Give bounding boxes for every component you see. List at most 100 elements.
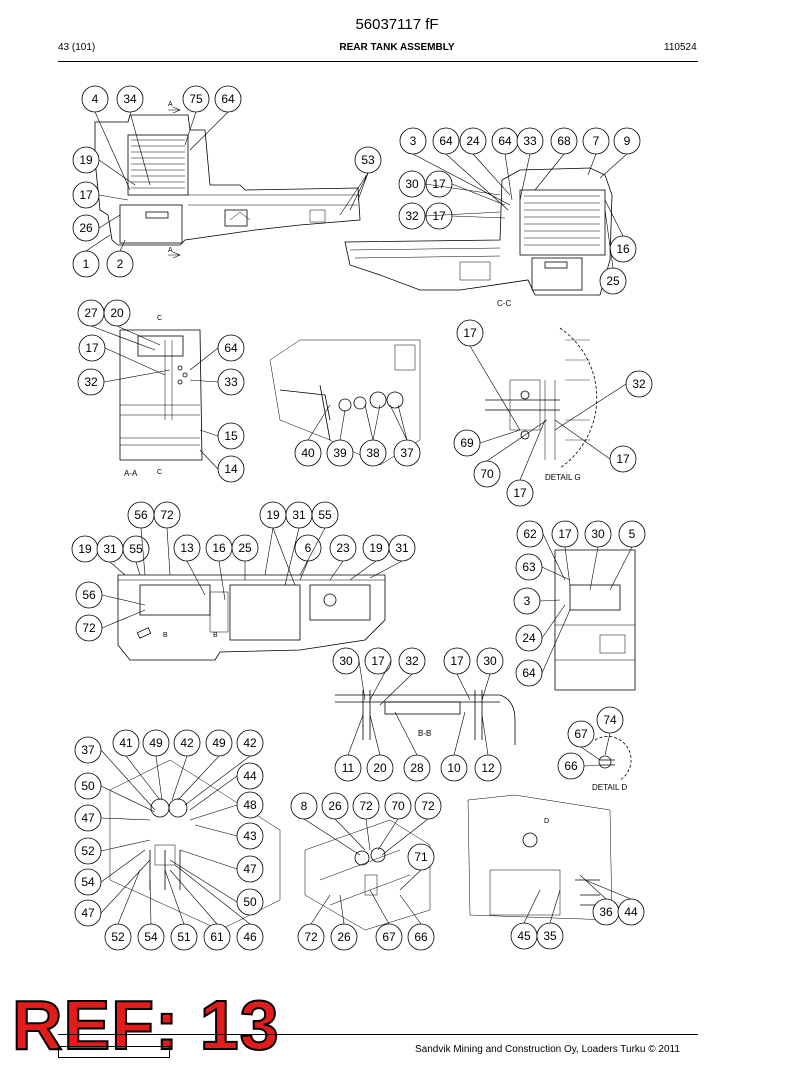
page-title: REAR TANK ASSEMBLY bbox=[339, 42, 455, 53]
callout-number: 33 bbox=[523, 134, 537, 148]
callout-number: 54 bbox=[81, 875, 95, 889]
callout-number: 66 bbox=[414, 930, 428, 944]
drawing-tank-end-view bbox=[554, 549, 636, 691]
callout-number: 40 bbox=[301, 446, 315, 460]
drawing-frame-assembly bbox=[304, 819, 431, 931]
drawing-tank-top-view bbox=[117, 574, 386, 661]
callout-number: 13 bbox=[180, 541, 194, 555]
callout-number: 34 bbox=[123, 92, 137, 106]
callout-number: 17 bbox=[371, 654, 385, 668]
callout-number: 10 bbox=[447, 761, 461, 775]
callout-number: 17 bbox=[513, 486, 527, 500]
callout-number: 46 bbox=[243, 930, 257, 944]
callout-number: 17 bbox=[616, 452, 630, 466]
callout-number: 64 bbox=[498, 134, 512, 148]
callout-number: 75 bbox=[189, 92, 203, 106]
callout-number: 42 bbox=[243, 736, 257, 750]
callout-number: 25 bbox=[238, 541, 252, 555]
callout-number: 48 bbox=[243, 798, 257, 812]
callout-number: 33 bbox=[224, 375, 238, 389]
view-label-c-c: C-C bbox=[497, 299, 512, 308]
callout-number: 3 bbox=[523, 594, 531, 608]
view-label-detail-d: DETAIL D bbox=[592, 783, 628, 792]
callout-number: 3 bbox=[409, 134, 417, 148]
drawing-pump-assembly bbox=[109, 759, 281, 931]
callout-number: 8 bbox=[300, 799, 308, 813]
callout-number: 69 bbox=[460, 436, 474, 450]
section-marker-b-right: B bbox=[213, 632, 218, 639]
callout-number: 70 bbox=[391, 799, 405, 813]
callout-number: 17 bbox=[463, 326, 477, 340]
callout-number: 41 bbox=[119, 736, 133, 750]
view-label-detail-g: DETAIL G bbox=[545, 473, 581, 482]
callout-number: 24 bbox=[522, 631, 536, 645]
callout-number: 72 bbox=[82, 621, 96, 635]
callout-number: 32 bbox=[84, 375, 98, 389]
callout-number: 49 bbox=[212, 736, 226, 750]
callout-number: 17 bbox=[558, 527, 572, 541]
footer-copyright: Sandvik Mining and Construction Oy, Load… bbox=[415, 1044, 680, 1055]
callout-number: 52 bbox=[81, 844, 95, 858]
drawing-detail-g bbox=[485, 327, 598, 469]
callout-number: 52 bbox=[111, 930, 125, 944]
leader-lines bbox=[85, 111, 633, 925]
callout-number: 51 bbox=[177, 930, 191, 944]
callout-number: 19 bbox=[266, 508, 280, 522]
callout-number: 66 bbox=[564, 759, 578, 773]
callout-number: 45 bbox=[517, 929, 531, 943]
callout-number: 26 bbox=[328, 799, 342, 813]
callout-number: 19 bbox=[369, 541, 383, 555]
callout-number: 47 bbox=[81, 906, 95, 920]
callout-number: 30 bbox=[405, 177, 419, 191]
section-marker-a-bottom: A bbox=[168, 247, 173, 254]
callout-number: 72 bbox=[421, 799, 435, 813]
callout-number: 30 bbox=[483, 654, 497, 668]
section-marker-a-top: A bbox=[168, 101, 173, 108]
callout-number: 72 bbox=[359, 799, 373, 813]
callout-number: 32 bbox=[632, 377, 646, 391]
callout-number: 63 bbox=[522, 560, 536, 574]
callout-number: 44 bbox=[624, 905, 638, 919]
callout-number: 50 bbox=[243, 895, 257, 909]
callout-number: 31 bbox=[103, 542, 117, 556]
section-marker-c-bottom: C bbox=[157, 469, 163, 476]
callout-number: 70 bbox=[480, 467, 494, 481]
callout-number: 37 bbox=[400, 446, 414, 460]
callout-number: 42 bbox=[180, 736, 194, 750]
callout-number: 17 bbox=[79, 188, 93, 202]
callout-number: 26 bbox=[337, 930, 351, 944]
callout-number: 19 bbox=[79, 153, 93, 167]
callout-bubbles bbox=[71, 85, 653, 951]
callout-number: 72 bbox=[160, 508, 174, 522]
callout-number: 39 bbox=[333, 446, 347, 460]
callout-number: 37 bbox=[81, 743, 95, 757]
callout-number: 64 bbox=[224, 341, 238, 355]
callout-number: 72 bbox=[304, 930, 318, 944]
callout-number: 31 bbox=[292, 508, 306, 522]
callout-number: 50 bbox=[81, 779, 95, 793]
callout-number: 49 bbox=[149, 736, 163, 750]
callout-number: 23 bbox=[336, 541, 350, 555]
callout-number: 36 bbox=[599, 905, 613, 919]
callout-number: 11 bbox=[341, 761, 355, 775]
callout-number: 67 bbox=[382, 930, 396, 944]
callout-number: 47 bbox=[81, 811, 95, 825]
section-marker-b-left: B bbox=[163, 632, 168, 639]
callout-number: 67 bbox=[574, 727, 588, 741]
sandvik-logo bbox=[58, 1046, 170, 1058]
callout-number: 35 bbox=[543, 929, 557, 943]
section-marker-d: D bbox=[544, 818, 550, 825]
callout-number: 1 bbox=[82, 257, 90, 271]
callout-number: 20 bbox=[110, 306, 124, 320]
callout-number: 54 bbox=[144, 930, 158, 944]
callout-number: 30 bbox=[591, 527, 605, 541]
callout-number: 17 bbox=[450, 654, 464, 668]
callout-number: 56 bbox=[82, 588, 96, 602]
callout-number: 16 bbox=[616, 242, 630, 256]
callout-number: 64 bbox=[221, 92, 235, 106]
callout-number: 44 bbox=[243, 769, 257, 783]
drawing-detail-d bbox=[594, 736, 632, 781]
callout-number: 71 bbox=[414, 850, 428, 864]
callout-number: 56 bbox=[134, 508, 148, 522]
